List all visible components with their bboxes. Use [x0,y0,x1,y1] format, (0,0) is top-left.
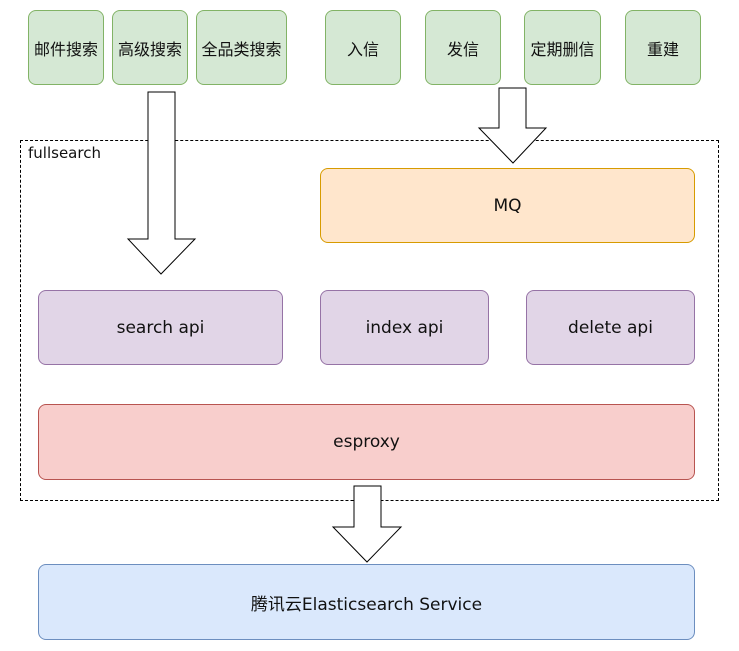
mail-search-label: 邮件搜索 [33,39,98,59]
all-category-search-node: 全品类搜索 [196,10,287,85]
esproxy-node: esproxy [38,404,695,480]
send-mail-node: 发信 [425,10,501,85]
rebuild-node: 重建 [625,10,701,85]
delete-api-label: delete api [568,317,653,338]
advanced-search-node: 高级搜索 [112,10,188,85]
mq-node: MQ [320,168,695,243]
mq-label: MQ [493,195,522,216]
advanced-search-label: 高级搜索 [117,39,182,59]
fullsearch-container-label: fullsearch [28,144,101,162]
all-category-search-label: 全品类搜索 [201,39,282,59]
arrow-search-to-search-api [126,91,197,275]
arrow-send-to-mq [477,87,548,164]
elasticsearch-service-node: 腾讯云Elasticsearch Service [38,564,695,640]
scheduled-delete-label: 定期删信 [530,39,595,59]
esproxy-label: esproxy [333,432,400,452]
mail-search-node: 邮件搜索 [28,10,104,85]
index-api-label: index api [365,317,444,338]
arrow-esproxy-to-elasticsearch [331,485,403,563]
incoming-mail-label: 入信 [346,39,379,59]
search-api-node: search api [38,290,283,365]
rebuild-label: 重建 [646,39,679,59]
search-api-label: search api [116,317,205,338]
delete-api-node: delete api [526,290,695,365]
scheduled-delete-node: 定期删信 [524,10,601,85]
incoming-mail-node: 入信 [325,10,401,85]
elasticsearch-service-label: 腾讯云Elasticsearch Service [250,594,483,615]
send-mail-label: 发信 [446,39,479,59]
index-api-node: index api [320,290,489,365]
